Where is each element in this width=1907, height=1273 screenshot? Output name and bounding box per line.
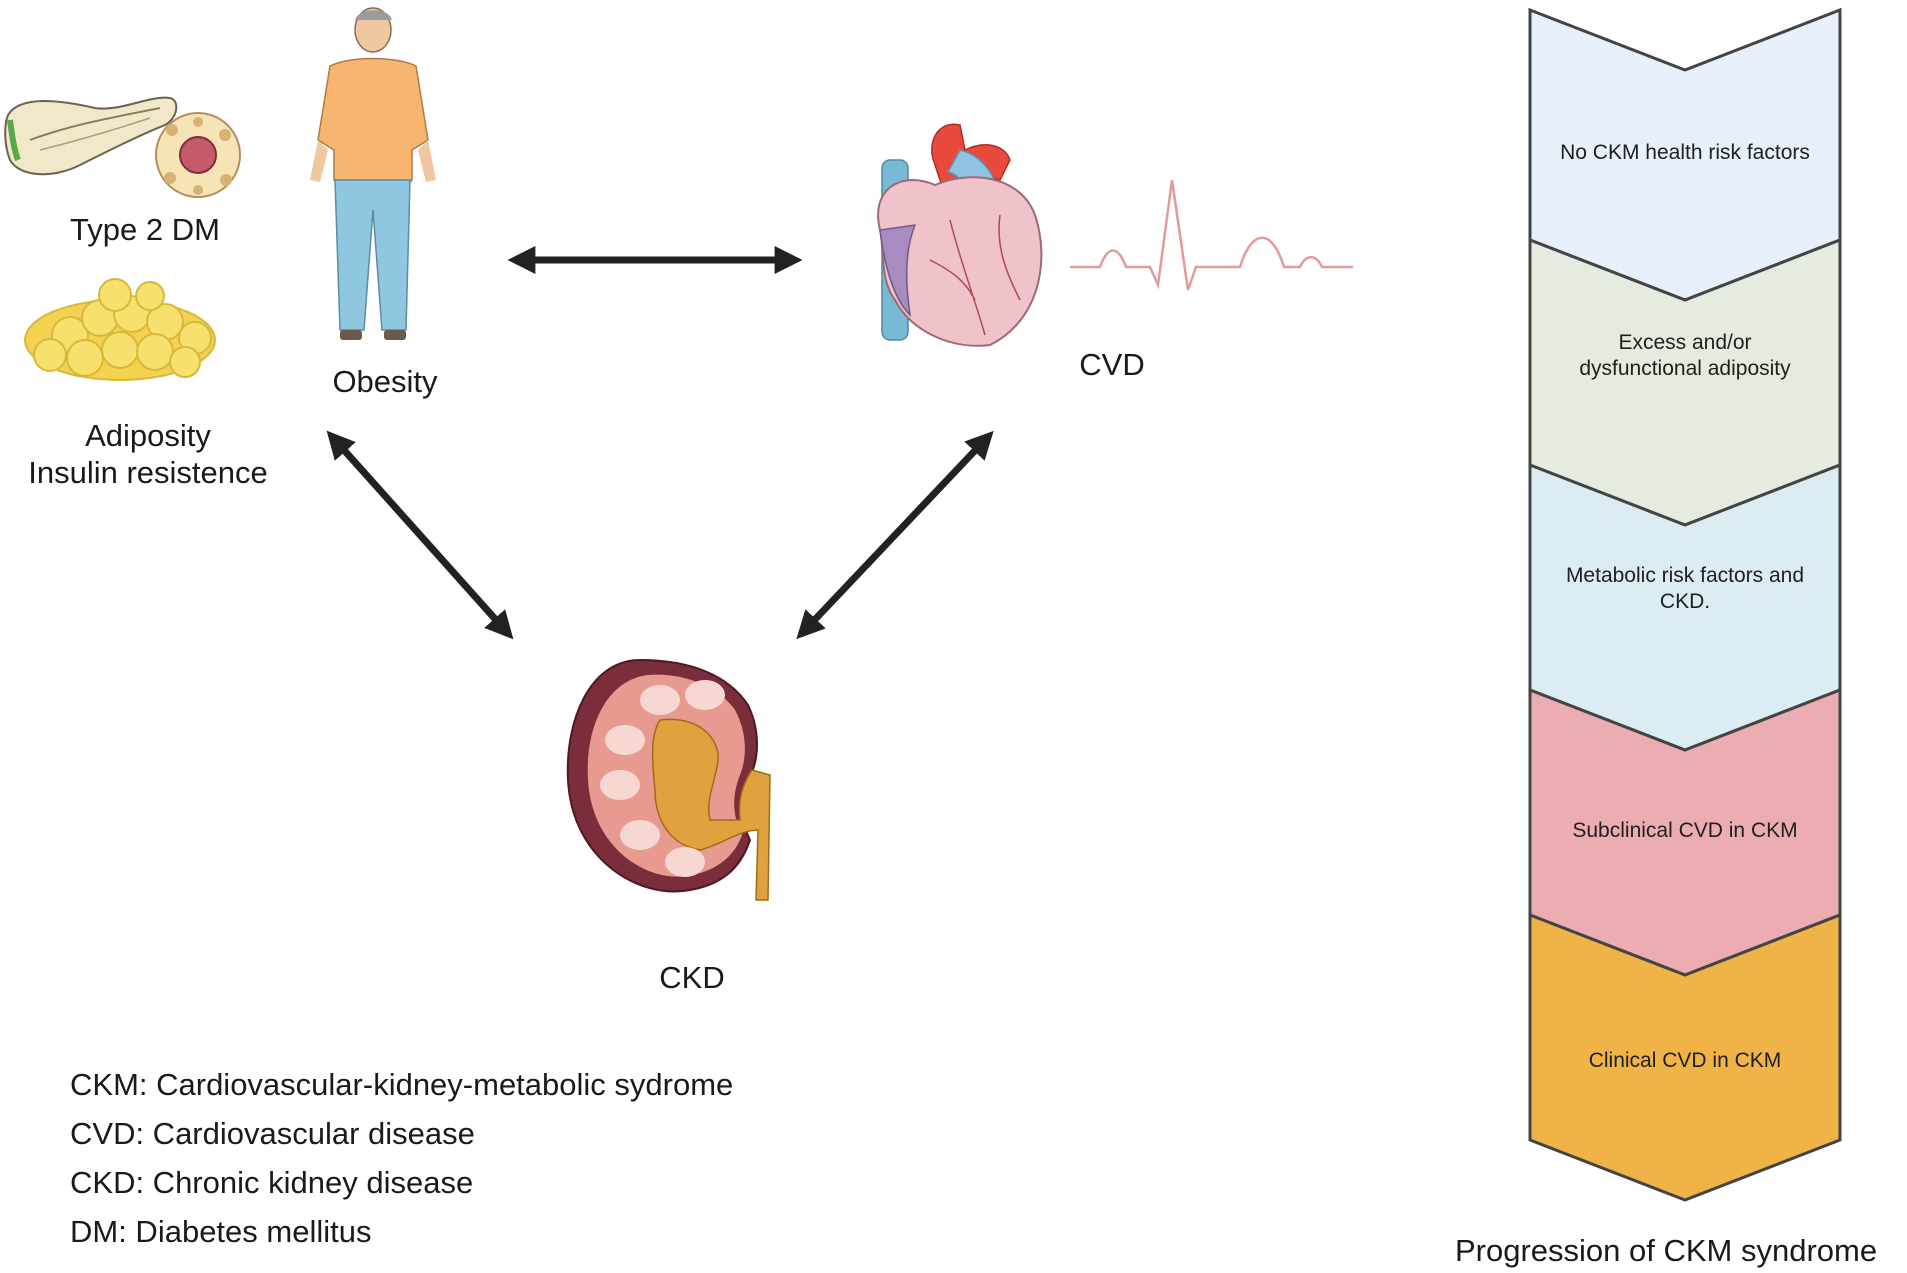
stage-3-label: Metabolic risk factors and CKD. <box>1565 564 1805 613</box>
legend-item: CVD: Cardiovascular disease <box>70 1116 475 1151</box>
abbreviation-legend: CKM: Cardiovascular-kidney-metabolic syd… <box>70 1060 733 1256</box>
islet-cell-icon <box>155 112 241 198</box>
arrow-obesity-ckd <box>326 430 514 640</box>
progression-title: Progression of CKM syndrome <box>1455 1233 1878 1268</box>
fat-tissue-icon <box>24 278 216 381</box>
stage-1-label: No CKM health risk factors <box>1560 141 1810 164</box>
heart-icon <box>877 123 1043 347</box>
type2dm-label: Type 2 DM <box>70 212 220 247</box>
insulin-resistance-label: Insulin resistence <box>28 455 268 490</box>
kidney-icon <box>566 658 771 901</box>
stage-2-label: Excess and/or dysfunctional adiposity <box>1579 331 1791 380</box>
pancreas-icon <box>4 96 178 176</box>
obese-person-icon <box>310 7 436 340</box>
adiposity-label: Adiposity <box>85 418 211 453</box>
cvd-label: CVD <box>1079 347 1145 382</box>
legend-item: DM: Diabetes mellitus <box>70 1214 372 1249</box>
stage-4-label: Subclinical CVD in CKM <box>1572 819 1798 842</box>
legend-item: CKD: Chronic kidney disease <box>70 1165 474 1200</box>
stage-5-label: Clinical CVD in CKM <box>1588 1049 1782 1072</box>
legend-item: CKM: Cardiovascular-kidney-metabolic syd… <box>70 1067 734 1102</box>
stage-5 <box>1528 912 1842 1202</box>
ckd-label: CKD <box>659 960 725 995</box>
arrow-cvd-ckd <box>796 430 994 640</box>
obesity-label: Obesity <box>332 364 438 399</box>
ecg-icon <box>1070 179 1353 291</box>
progression-column <box>1528 7 1842 1202</box>
